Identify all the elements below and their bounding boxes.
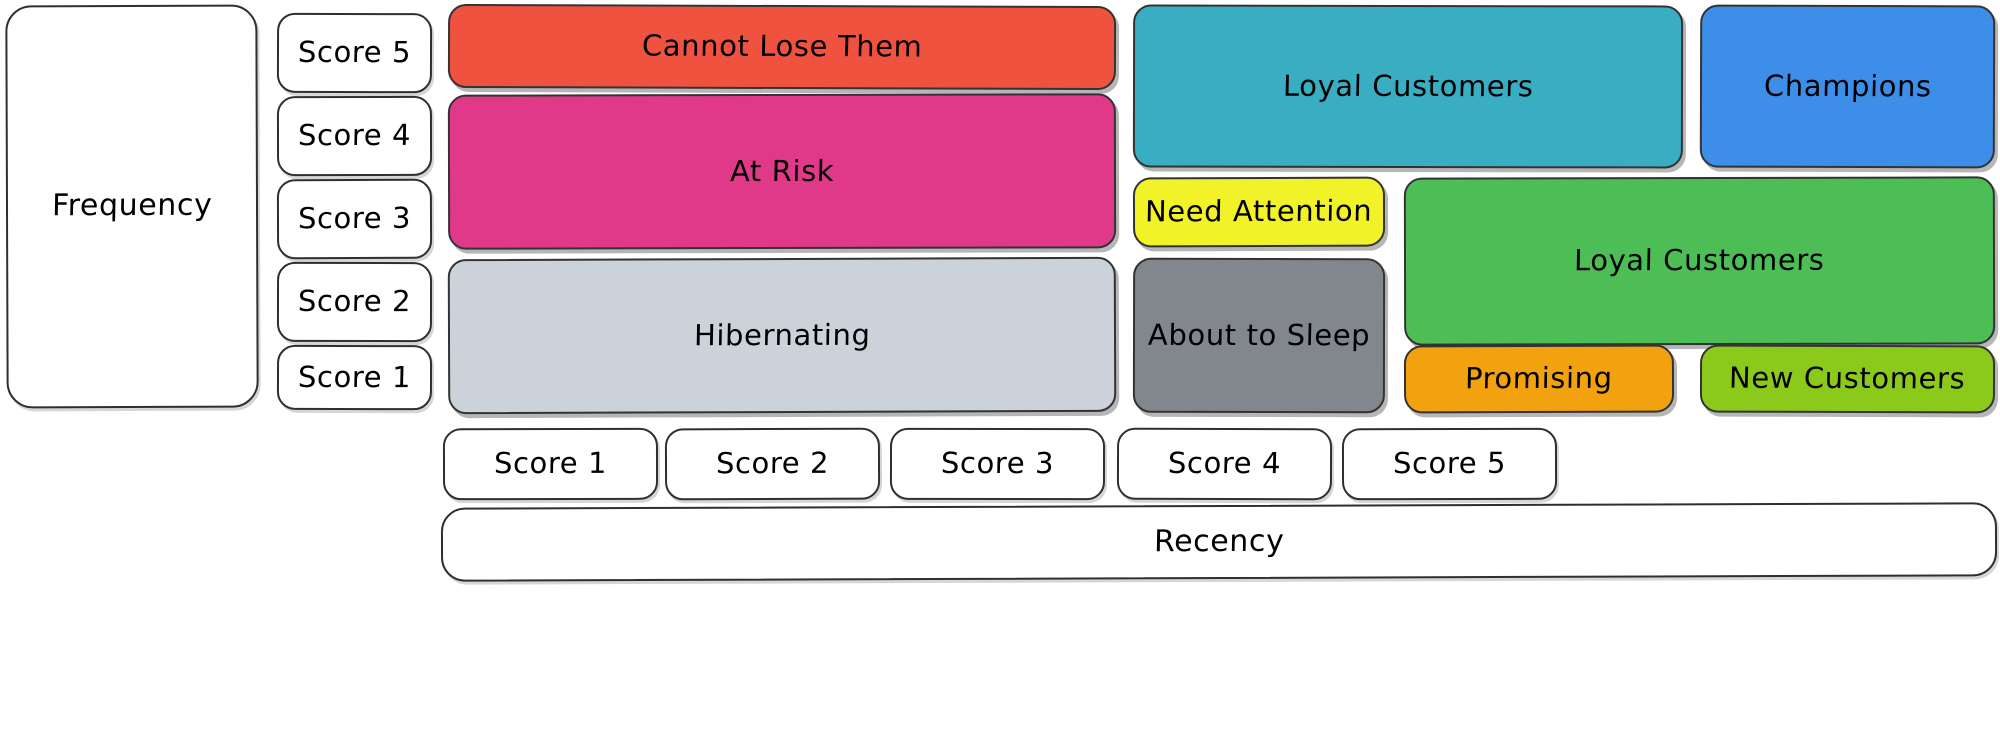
segment-loyal-customers-teal[interactable]: Loyal Customers: [1132, 4, 1684, 169]
frequency-score-box-3[interactable]: Score 3: [276, 178, 433, 260]
recency-score-box-2[interactable]: Score 2: [664, 427, 881, 501]
recency-axis-label: Recency: [440, 502, 1998, 582]
segment-label-promising: Promising: [1464, 361, 1614, 396]
frequency-score-box-1[interactable]: Score 1: [276, 344, 433, 411]
segment-label-cannot-lose-them: Cannot Lose Them: [641, 28, 923, 64]
segment-label-loyal-customers-green: Loyal Customers: [1573, 243, 1826, 278]
recency-score-label-5: Score 5: [1392, 446, 1507, 481]
frequency-score-box-5[interactable]: Score 5: [276, 12, 433, 94]
recency-score-label-3: Score 3: [940, 446, 1055, 481]
frequency-score-label-2: Score 2: [297, 284, 412, 319]
frequency-score-label-5: Score 5: [297, 35, 412, 70]
segment-hibernating[interactable]: Hibernating: [447, 256, 1117, 415]
recency-score-box-5[interactable]: Score 5: [1341, 427, 1558, 501]
segment-about-to-sleep[interactable]: About to Sleep: [1132, 257, 1386, 414]
segment-label-at-risk: At Risk: [729, 153, 835, 188]
segment-need-attention[interactable]: Need Attention: [1132, 176, 1386, 248]
segment-label-hibernating: Hibernating: [693, 317, 871, 353]
segment-loyal-customers-green[interactable]: Loyal Customers: [1403, 176, 1996, 346]
recency-score-box-4[interactable]: Score 4: [1116, 427, 1333, 501]
recency-score-box-3[interactable]: Score 3: [889, 427, 1106, 501]
segment-label-new-customers: New Customers: [1728, 360, 1967, 396]
segment-label-champions: Champions: [1763, 68, 1932, 104]
segment-champions[interactable]: Champions: [1699, 4, 1996, 169]
segment-cannot-lose-them[interactable]: Cannot Lose Them: [447, 3, 1117, 91]
segment-promising[interactable]: Promising: [1403, 344, 1675, 414]
segment-label-need-attention: Need Attention: [1145, 193, 1373, 229]
frequency-score-box-4[interactable]: Score 4: [276, 95, 433, 177]
segment-new-customers[interactable]: New Customers: [1699, 344, 1996, 414]
segment-at-risk[interactable]: At Risk: [447, 93, 1117, 250]
recency-score-label-1: Score 1: [493, 446, 608, 481]
frequency-score-box-2[interactable]: Score 2: [276, 261, 433, 343]
frequency-axis-text: Frequency: [51, 187, 213, 224]
recency-axis-text: Recency: [1153, 523, 1285, 559]
segment-label-about-to-sleep: About to Sleep: [1147, 317, 1371, 353]
recency-score-label-4: Score 4: [1167, 446, 1282, 481]
segment-label-loyal-customers-teal: Loyal Customers: [1282, 68, 1534, 104]
recency-score-box-1[interactable]: Score 1: [442, 427, 659, 501]
frequency-score-label-4: Score 4: [297, 118, 412, 153]
recency-score-label-2: Score 2: [715, 446, 830, 481]
frequency-axis-label: Frequency: [5, 4, 259, 409]
frequency-score-label-3: Score 3: [297, 201, 412, 236]
frequency-score-label-1: Score 1: [297, 359, 412, 395]
